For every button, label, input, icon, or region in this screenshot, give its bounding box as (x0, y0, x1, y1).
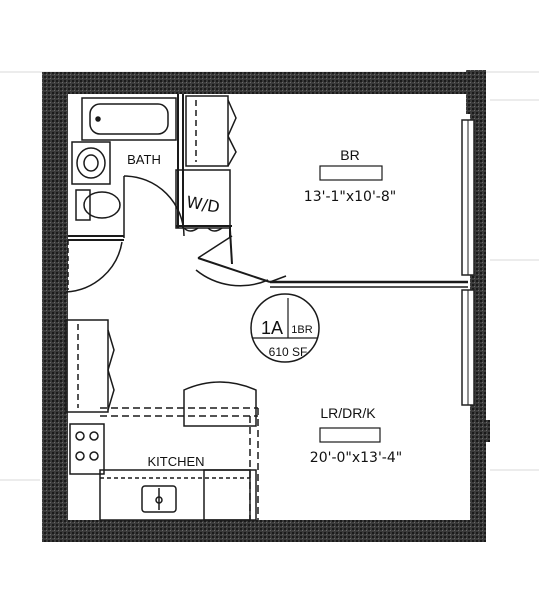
kitchen-label: KITCHEN (147, 454, 204, 469)
refrigerator (183, 381, 257, 427)
wd-label: W/D (185, 192, 221, 217)
bedroom-closet (185, 95, 237, 167)
bath-sink (71, 141, 111, 185)
bathtub (81, 97, 177, 141)
unit-number: 1A (261, 318, 283, 338)
living-dimensions: 20'-0"x13'-4" (310, 450, 402, 466)
br-label: BR (340, 147, 359, 163)
window-lr (461, 289, 475, 406)
laundry-closet (175, 169, 231, 232)
entry-door (65, 240, 123, 293)
stove (69, 423, 105, 475)
unit-badge: 1A 1BR 610 SF (250, 293, 320, 363)
bath-label: BATH (127, 152, 161, 167)
background-traces (0, 71, 539, 481)
unit-area: 610 SF (269, 345, 308, 359)
br-label-box (319, 165, 383, 181)
br-dimensions: 13'-1"x10'-8" (304, 189, 396, 205)
kitchen-counters (99, 407, 259, 521)
living-label: LR/DR/K (320, 405, 376, 421)
bedroom-door (195, 235, 287, 287)
unit-type: 1BR (291, 324, 312, 336)
living-label-box (319, 427, 381, 443)
window-br (461, 119, 475, 276)
kitchen-sink (141, 485, 177, 513)
bath-door (123, 175, 185, 238)
toilet (75, 189, 121, 221)
living-closet (65, 319, 115, 413)
interior-walls (68, 94, 468, 288)
